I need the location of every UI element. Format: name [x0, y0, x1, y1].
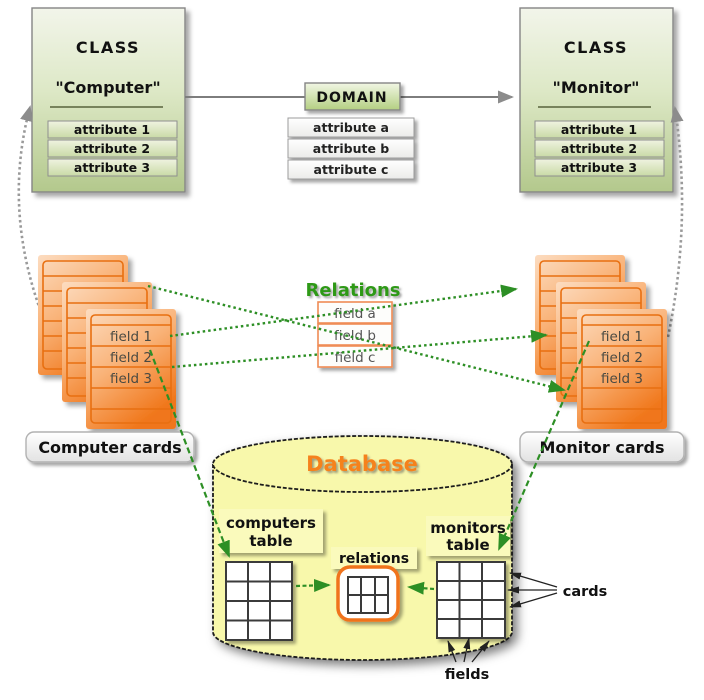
- relations-field-row: [317, 323, 393, 346]
- attribute-row: [534, 158, 665, 177]
- relations-field-boxes: field a field b field c: [317, 301, 393, 368]
- relations-field-label: field c: [335, 350, 376, 366]
- class-monitor-attributes: attribute 1 attribute 2 attribute 3: [534, 120, 665, 177]
- fields-annotation-arrow: [463, 637, 471, 663]
- database-title: Database: [306, 452, 418, 476]
- attribute-label: attribute 1: [74, 122, 150, 137]
- card-field-label: field 2: [110, 350, 152, 366]
- label-plate: [519, 431, 685, 463]
- card-field-label: field 1: [601, 329, 643, 345]
- domain-attribute-row: [287, 138, 415, 159]
- domain-label: DOMAIN: [316, 90, 387, 106]
- attribute-label: attribute 1: [561, 122, 637, 137]
- cards-annotation-label: cards: [563, 584, 608, 600]
- class-computer-name: "Computer": [55, 78, 160, 97]
- attribute-label: attribute 3: [74, 160, 150, 175]
- card-field-label: field 2: [601, 350, 643, 366]
- class-monitor-name: "Monitor": [553, 78, 640, 97]
- class-computer: CLASS "Computer" attribute 1 attribute 2…: [31, 7, 186, 193]
- database-cylinder: Database computers table relations: [212, 435, 513, 661]
- card-inner-border: [581, 314, 663, 424]
- relations-field-label: field b: [334, 328, 376, 344]
- computer-card-to-table-arrow: [148, 349, 231, 558]
- domain-attributes: attribute a attribute b attribute c: [287, 117, 415, 180]
- attribute-row: [47, 139, 178, 158]
- card-row-lines: [582, 324, 662, 410]
- cards-annotation-arrow: [509, 592, 558, 608]
- card-front: field 1 field 2 field 3: [86, 309, 176, 429]
- monitors-table-tab: [426, 516, 510, 556]
- relation-line-field-c: [171, 329, 548, 369]
- computers-table-label-line2: table: [249, 532, 292, 550]
- computer-cards-stack: field 1 field 2 field 3: [38, 255, 176, 429]
- domain-attribute-label: attribute c: [314, 162, 389, 177]
- fields-annotation-label: fields: [445, 667, 490, 683]
- domain-connector: DOMAIN attribute a attribute b attribute…: [185, 82, 514, 180]
- relations-field-row: [317, 345, 393, 368]
- domain-attribute-label: attribute b: [313, 141, 389, 156]
- monitor-cards-text: Monitor cards: [539, 438, 664, 457]
- monitor-cards-label: Monitor cards: [519, 431, 685, 463]
- fields-annotation-arrow: [447, 640, 457, 663]
- attribute-row: [534, 139, 665, 158]
- computers-table-grid: [225, 561, 293, 641]
- card-field-label: field 3: [110, 371, 152, 387]
- relations-field-label: field a: [334, 306, 376, 322]
- relations-table-grid: [347, 576, 389, 614]
- relations-table-label: relations: [339, 551, 409, 567]
- relations-table-tab: [331, 547, 417, 569]
- card-row-lines: [91, 324, 171, 410]
- cards-to-database-links: [148, 340, 591, 558]
- card: [577, 309, 667, 429]
- attribute-label: attribute 2: [74, 141, 150, 156]
- relations-title: Relations: [305, 280, 400, 301]
- card-inner-border: [90, 314, 172, 424]
- relations-mapping: Relations field a field b field c: [305, 280, 401, 368]
- domain-attribute-label: attribute a: [313, 120, 389, 135]
- attribute-label: attribute 3: [561, 160, 637, 175]
- class-monitor-title: CLASS: [564, 38, 628, 57]
- cards-to-class-curve-right: [666, 106, 684, 338]
- relation-lines: [147, 284, 566, 393]
- monitor-cards-stack: field 1 field 2 field 3: [535, 255, 667, 429]
- monitors-to-relations-arrow: [407, 581, 435, 595]
- domain-attribute-row: [287, 117, 415, 138]
- cards-annotation-arrow: [509, 572, 558, 588]
- monitors-table-grid: [436, 561, 506, 639]
- class-computer-attributes: attribute 1 attribute 2 attribute 3: [47, 120, 178, 177]
- label-plate: [25, 431, 195, 463]
- computers-table-tab: [219, 509, 323, 553]
- monitors-table-label-line2: table: [446, 536, 489, 554]
- relations-table: relations: [331, 547, 417, 622]
- card-field-label: field 1: [110, 329, 152, 345]
- computers-to-relations-arrow: [295, 578, 331, 592]
- monitors-table: monitors table: [426, 516, 510, 639]
- card-front: field 1 field 2 field 3: [577, 309, 667, 429]
- computers-table-label-line1: computers: [226, 514, 316, 532]
- monitors-table-label-line1: monitors: [430, 519, 506, 537]
- fields-annotation: fields: [445, 637, 490, 683]
- attribute-row: [47, 158, 178, 177]
- computers-table: computers table: [219, 509, 323, 641]
- card-field-label: field 3: [601, 371, 643, 387]
- fields-annotation-arrow: [471, 640, 490, 663]
- domain-attribute-row: [287, 159, 415, 180]
- computer-cards-text: Computer cards: [38, 438, 181, 457]
- class-computer-title: CLASS: [76, 38, 140, 57]
- attribute-row: [47, 120, 178, 139]
- attribute-label: attribute 2: [561, 141, 637, 156]
- class-monitor: CLASS "Monitor" attribute 1 attribute 2 …: [519, 7, 674, 193]
- cards-annotation: cards: [507, 572, 608, 608]
- cylinder-top: [212, 435, 513, 493]
- card: [86, 309, 176, 429]
- domain-box: [304, 82, 401, 111]
- cards-to-class-curve-left: [17, 105, 46, 321]
- computer-cards-label: Computer cards: [25, 431, 195, 463]
- attribute-row: [534, 120, 665, 139]
